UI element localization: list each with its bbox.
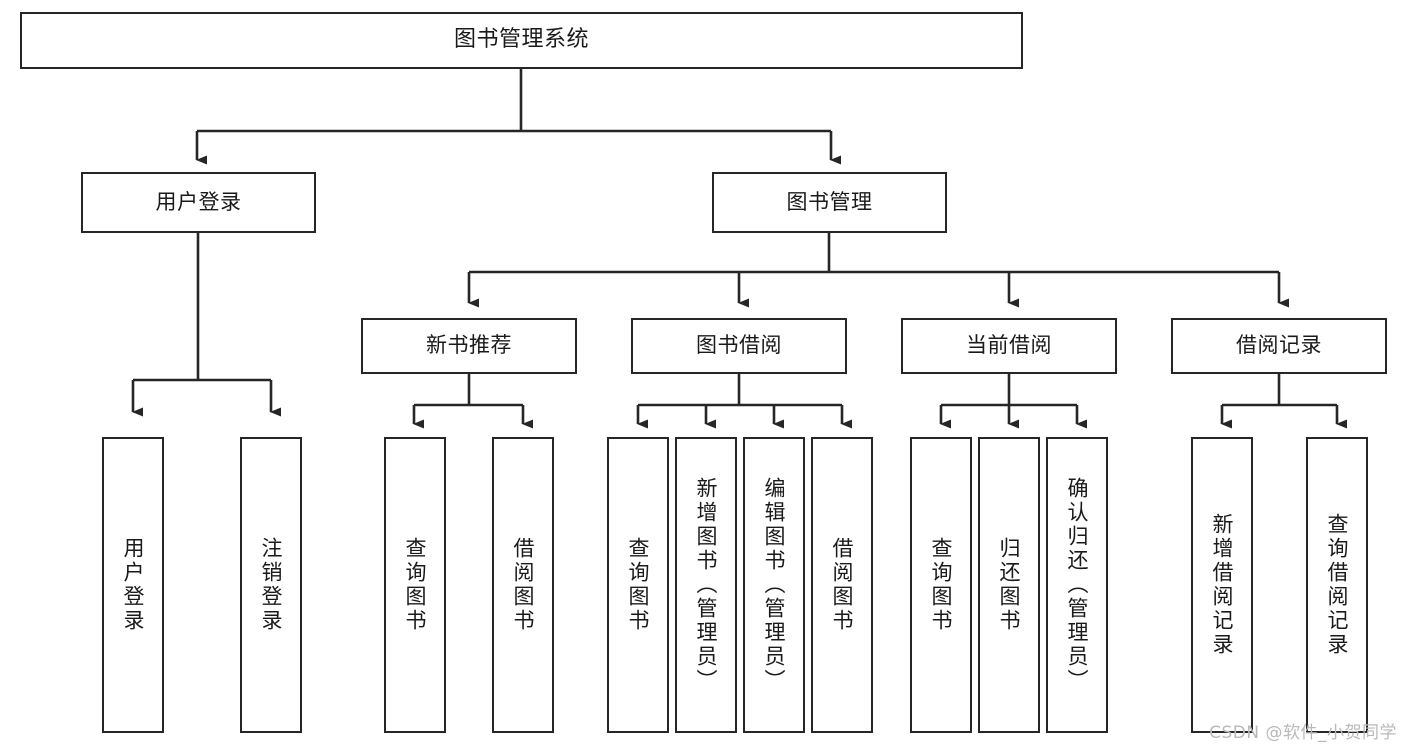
leaf-user-login-login[interactable]: 用户登录 xyxy=(102,437,164,733)
leaf-book-borrow-add[interactable]: 新增图书（管理员） xyxy=(675,437,737,733)
node-label: 图书管理系统 xyxy=(453,27,589,53)
node-label: 查询图书 xyxy=(403,537,428,633)
node-label: 用户登录 xyxy=(155,189,242,214)
node-label: 新增图书（管理员） xyxy=(694,477,719,693)
leaf-book-borrow-borrow[interactable]: 借阅图书 xyxy=(811,437,873,733)
leaf-borrow-record-add[interactable]: 新增借阅记录 xyxy=(1191,437,1253,733)
node-label: 借阅图书 xyxy=(830,537,855,633)
node-new-book-recommend[interactable]: 新书推荐 xyxy=(361,318,577,374)
node-label: 借阅图书 xyxy=(511,537,536,633)
node-current-borrow[interactable]: 当前借阅 xyxy=(901,318,1117,374)
leaf-new-book-borrow[interactable]: 借阅图书 xyxy=(492,437,554,733)
leaf-current-borrow-return[interactable]: 归还图书 xyxy=(978,437,1040,733)
leaf-borrow-record-query[interactable]: 查询借阅记录 xyxy=(1306,437,1368,733)
node-label: 借阅记录 xyxy=(1236,333,1322,358)
node-label: 查询图书 xyxy=(929,537,954,633)
node-book-borrow[interactable]: 图书借阅 xyxy=(631,318,847,374)
node-book-management[interactable]: 图书管理 xyxy=(712,172,947,233)
node-label: 编辑图书（管理员） xyxy=(762,477,787,693)
leaf-current-borrow-confirm-return[interactable]: 确认归还（管理员） xyxy=(1046,437,1108,733)
node-label: 新增借阅记录 xyxy=(1210,513,1235,657)
leaf-book-borrow-query[interactable]: 查询图书 xyxy=(607,437,669,733)
leaf-new-book-query[interactable]: 查询图书 xyxy=(384,437,446,733)
node-user-login[interactable]: 用户登录 xyxy=(81,172,316,233)
leaf-book-borrow-edit[interactable]: 编辑图书（管理员） xyxy=(743,437,805,733)
node-label: 新书推荐 xyxy=(426,333,512,358)
node-label: 用户登录 xyxy=(121,537,146,633)
node-label: 图书借阅 xyxy=(696,333,782,358)
node-label: 归还图书 xyxy=(997,537,1022,633)
csdn-watermark: CSDN @软件_小贺同学 xyxy=(1209,723,1397,743)
node-label: 当前借阅 xyxy=(966,333,1052,358)
node-label: 查询借阅记录 xyxy=(1325,513,1350,657)
node-label: 图书管理 xyxy=(786,189,873,214)
node-label: 注销登录 xyxy=(259,537,284,633)
node-borrow-record[interactable]: 借阅记录 xyxy=(1171,318,1387,374)
node-label: 查询图书 xyxy=(626,537,651,633)
node-root-book-management-system[interactable]: 图书管理系统 xyxy=(20,12,1023,69)
leaf-user-login-logout[interactable]: 注销登录 xyxy=(240,437,302,733)
node-label: 确认归还（管理员） xyxy=(1065,477,1090,693)
leaf-current-borrow-query[interactable]: 查询图书 xyxy=(910,437,972,733)
